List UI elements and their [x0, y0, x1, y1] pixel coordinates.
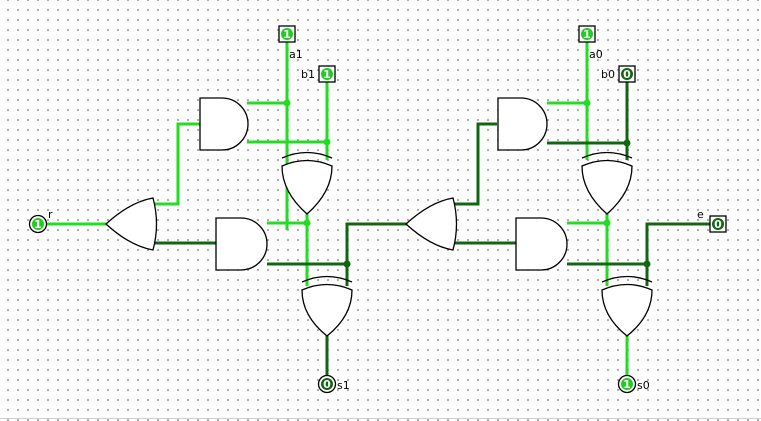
and-gate-2[interactable] — [215, 217, 268, 271]
pin-value: 1 — [623, 378, 631, 391]
pin-value: 0 — [323, 378, 331, 391]
and-gate-4[interactable] — [515, 217, 568, 271]
input-pin-e[interactable]: 0 — [709, 215, 727, 233]
input-pin-a0[interactable]: 1 — [578, 25, 596, 43]
junction-b1-and1 — [323, 138, 331, 146]
pin-value: 1 — [34, 218, 42, 231]
pin-value: 1 — [283, 28, 291, 41]
or-gate-2[interactable] — [405, 197, 458, 251]
xor-gate-2[interactable] — [301, 275, 353, 337]
and-gate-3[interactable] — [497, 97, 548, 151]
wire-carry-mid[interactable] — [345, 222, 408, 286]
and-gate-1[interactable] — [199, 97, 249, 151]
gates — [105, 97, 653, 337]
junction-a0-and3 — [583, 99, 591, 107]
pin-value: 0 — [714, 218, 722, 231]
junction-xor3-out — [603, 219, 611, 227]
output-pin-r[interactable]: 1 — [28, 214, 48, 234]
xor-gate-1[interactable] — [281, 151, 333, 215]
wire-xor3-out[interactable] — [567, 212, 609, 225]
pin-value: 1 — [323, 68, 331, 81]
junction-e-and4 — [643, 260, 651, 268]
junction-xor1-out — [303, 219, 311, 227]
junction-carry-mid — [343, 260, 351, 268]
wire-e[interactable] — [645, 222, 718, 286]
pin-label-r: r — [48, 208, 53, 221]
pin-label-a1: a1 — [289, 48, 303, 61]
wire-and3-out[interactable] — [453, 122, 497, 206]
pin-value: 0 — [623, 68, 631, 81]
input-pin-b1[interactable]: 1 — [318, 65, 336, 83]
pin-label-s1: s1 — [337, 379, 350, 392]
input-pin-a1[interactable]: 1 — [278, 25, 296, 43]
pin-label-s0: s0 — [637, 379, 650, 392]
input-pin-b0[interactable]: 0 — [618, 65, 636, 83]
pin-label-b0: b0 — [601, 68, 615, 81]
or-gate-1[interactable] — [105, 197, 158, 251]
wire-junctions — [283, 99, 651, 268]
pin-label-e: e — [697, 208, 704, 221]
xor-gate-4[interactable] — [601, 275, 653, 337]
pin-value: 1 — [583, 28, 591, 41]
junction-a1-and1 — [283, 99, 291, 107]
pins: 1 a1 1 b1 1 a0 0 b0 1 r — [28, 25, 727, 394]
output-pin-s1[interactable]: 0 — [317, 374, 337, 394]
junction-b0-and3 — [623, 139, 631, 147]
pin-label-a0: a0 — [589, 48, 603, 61]
pin-label-b1: b1 — [301, 68, 315, 81]
output-pin-s0[interactable]: 1 — [617, 374, 637, 394]
xor-gate-3[interactable] — [581, 151, 633, 215]
